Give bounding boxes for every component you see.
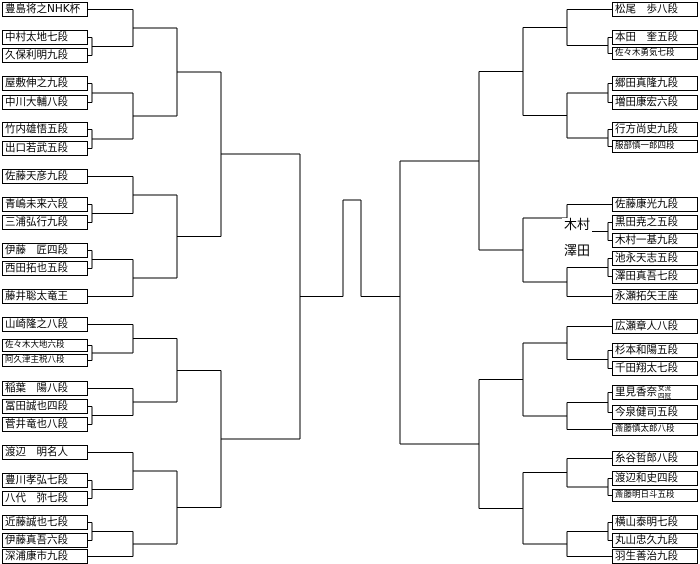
player-box-left-7: 出口若武五段	[2, 141, 88, 156]
player-box-right-4: 郷田真隆九段	[612, 76, 698, 91]
player-box-right-14: 広瀬章人八段	[612, 319, 698, 334]
player-box-right-12: 澤田真吾七段	[612, 269, 698, 284]
player-box-left-17: 稲葉 陽八段	[2, 381, 88, 396]
player-box-left-10: 三浦弘行九段	[2, 215, 88, 230]
player-box-left-15: 佐々木大地六段	[2, 339, 88, 352]
player-box-right-2: 本田 奎五段	[612, 30, 698, 45]
player-box-left-2: 中村太地七段	[2, 30, 88, 45]
player-box-right-13: 永瀬拓矢王座	[612, 289, 698, 304]
player-box-left-4: 屋敷伸之九段	[2, 76, 88, 91]
player-box-right-24: 丸山忠久九段	[612, 533, 698, 548]
player-box-right-16: 千田翔太七段	[612, 361, 698, 376]
player-box-right-25: 羽生善治九段	[612, 549, 698, 564]
advancing-winner-label-kimura: 木村	[562, 218, 593, 233]
player-box-right-3: 佐々木勇気七段	[612, 47, 698, 60]
player-rank-stack: 女流四冠	[658, 385, 671, 400]
advancing-winner-label-sawada: 澤田	[562, 244, 593, 259]
player-box-left-20: 渡辺 明名人	[2, 445, 88, 460]
player-name: 里見香奈	[615, 386, 657, 399]
player-box-left-5: 中川大輔八段	[2, 95, 88, 110]
player-box-left-3: 久保利明九段	[2, 48, 88, 63]
player-box-left-19: 菅井竜也八段	[2, 417, 88, 432]
player-box-right-8: 佐藤康光九段	[612, 197, 698, 212]
player-box-right-11: 池永天志五段	[612, 251, 698, 266]
player-box-right-18: 今泉健司五段	[612, 405, 698, 420]
player-box-left-21: 豊川孝弘七段	[2, 473, 88, 488]
player-box-right-21: 渡辺和史四段	[612, 471, 698, 486]
player-box-right-5: 増田康宏六段	[612, 95, 698, 110]
player-box-left-23: 近藤誠也七段	[2, 515, 88, 530]
player-box-right-22: 斎藤明日斗五段	[612, 489, 698, 502]
player-box-left-16: 阿久津主税八段	[2, 354, 88, 367]
player-box-right-23: 横山泰明七段	[612, 515, 698, 530]
player-rank-line: 四冠	[658, 391, 671, 400]
player-box-right-10: 木村一基九段	[612, 233, 698, 248]
player-box-right-17: 里見香奈女流四冠	[612, 385, 698, 400]
player-box-left-6: 竹内雄悟五段	[2, 122, 88, 137]
player-box-left-11: 伊藤 匠四段	[2, 243, 88, 258]
player-box-right-19: 斎藤慎太郎八段	[612, 423, 698, 436]
player-box-left-9: 青嶋未来六段	[2, 197, 88, 212]
player-box-right-1: 松尾 歩八段	[612, 2, 698, 17]
player-rank-line: 女流	[658, 385, 671, 393]
player-box-left-24: 伊藤真吾六段	[2, 533, 88, 548]
player-box-right-7: 服部慎一郎四段	[612, 140, 698, 153]
player-box-left-13: 藤井聡太竜王	[2, 289, 88, 304]
player-box-right-15: 杉本和陽五段	[612, 343, 698, 358]
player-box-right-6: 行方尚史九段	[612, 122, 698, 137]
player-box-left-22: 八代 弥七段	[2, 491, 88, 506]
player-box-right-9: 黒田尭之五段	[612, 215, 698, 230]
player-box-left-1: 豊島将之NHK杯	[2, 2, 88, 17]
player-box-left-14: 山崎隆之八段	[2, 317, 88, 332]
player-box-left-12: 西田拓也五段	[2, 261, 88, 276]
player-box-left-8: 佐藤天彦九段	[2, 169, 88, 184]
player-box-left-18: 冨田誠也四段	[2, 399, 88, 414]
player-box-right-20: 糸谷哲郎八段	[612, 451, 698, 466]
player-box-left-25: 深浦康市九段	[2, 549, 88, 564]
